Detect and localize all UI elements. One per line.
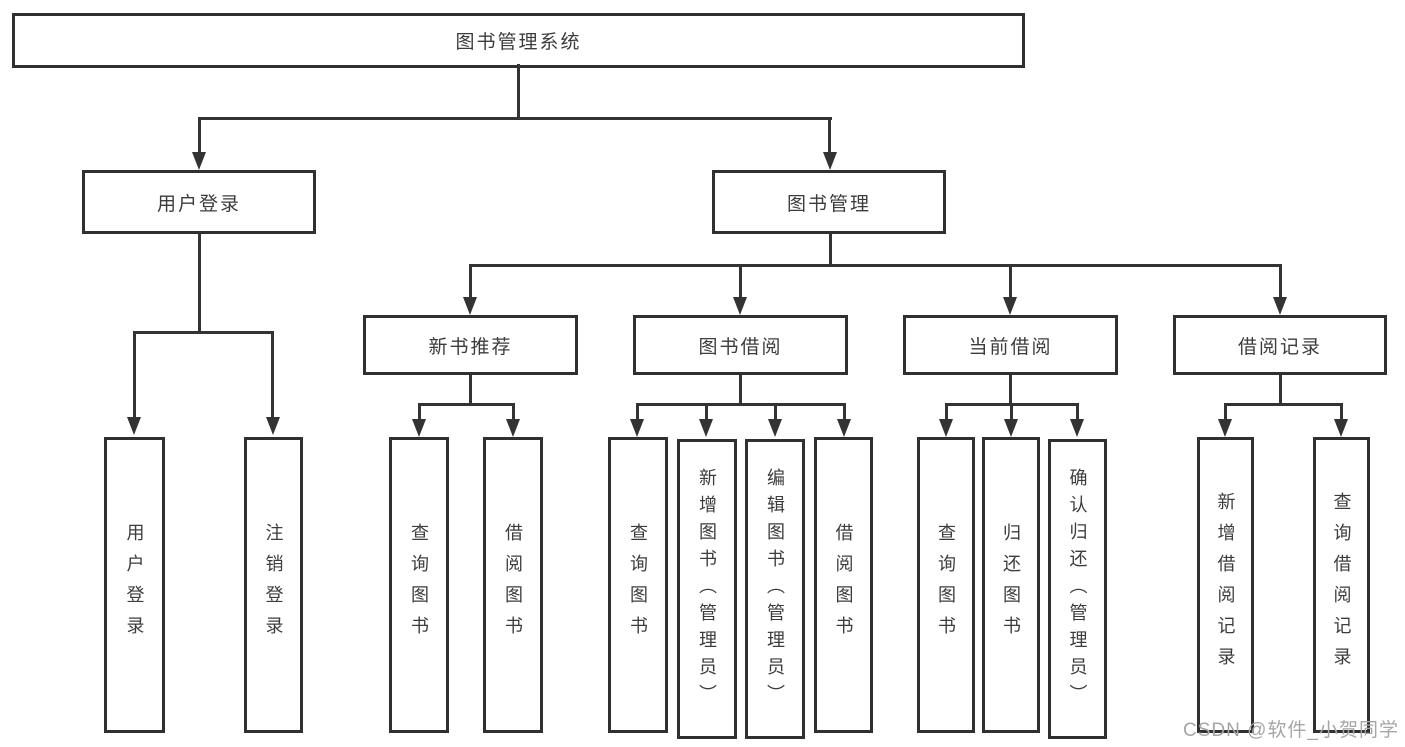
leaf-label: 查询图书: [409, 523, 429, 647]
connector-line: [133, 331, 136, 417]
leaf-record-query: 查询借阅记录: [1313, 437, 1370, 733]
arrow-down-icon: [1334, 419, 1348, 437]
arrow-down-icon: [823, 152, 837, 170]
arrow-down-icon: [837, 419, 851, 437]
node-borrow-record: 借阅记录: [1173, 315, 1387, 375]
connector-line: [418, 403, 421, 420]
connector-line: [1076, 403, 1079, 420]
leaf-borrow-add-book: 新增图书（管理员）: [677, 439, 737, 739]
connector-line: [636, 403, 639, 420]
connector-line: [636, 403, 846, 406]
leaf-logout: 注销登录: [244, 437, 303, 733]
connector-line: [133, 331, 274, 334]
arrow-down-icon: [939, 419, 953, 437]
node-book-borrow: 图书借阅: [633, 315, 848, 375]
connector-line: [469, 375, 472, 406]
connector-line: [512, 403, 515, 420]
arrow-down-icon: [1004, 419, 1018, 437]
connector-line: [469, 264, 472, 298]
connector-line: [517, 64, 520, 118]
connector-line: [469, 264, 1282, 267]
connector-line: [1010, 403, 1013, 420]
leaf-recommend-query-book: 查询图书: [389, 437, 449, 733]
connector-line: [1224, 403, 1227, 420]
leaf-label: 确认归还（管理员）: [1067, 467, 1088, 711]
connector-line: [418, 403, 515, 406]
leaf-label: 新增图书（管理员）: [697, 467, 717, 711]
connector-line: [829, 233, 832, 267]
node-root: 图书管理系统: [12, 13, 1025, 68]
connector-line: [739, 375, 742, 406]
arrow-down-icon: [733, 297, 747, 315]
connector-line: [828, 117, 831, 154]
arrow-down-icon: [1003, 297, 1017, 315]
connector-line: [739, 264, 742, 298]
leaf-record-add: 新增借阅记录: [1197, 437, 1254, 733]
arrow-down-icon: [463, 297, 477, 315]
arrow-down-icon: [127, 417, 141, 435]
connector-line: [198, 117, 201, 154]
connector-line: [271, 331, 274, 417]
leaf-label: 借阅图书: [503, 523, 523, 647]
leaf-label: 查询图书: [628, 523, 648, 647]
arrow-down-icon: [266, 417, 280, 435]
leaf-borrow-edit-book: 编辑图书（管理员）: [745, 439, 805, 739]
arrow-down-icon: [1218, 419, 1232, 437]
leaf-borrow-query-book: 查询图书: [608, 437, 668, 733]
node-user-login: 用户登录: [82, 170, 316, 234]
leaf-label: 注销登录: [263, 523, 284, 647]
leaf-label: 查询图书: [936, 523, 956, 647]
leaf-current-query-book: 查询图书: [917, 437, 975, 733]
arrow-down-icon: [1070, 419, 1084, 437]
leaf-recommend-borrow-book: 借阅图书: [483, 437, 543, 733]
connector-line: [705, 403, 708, 420]
connector-line: [1009, 375, 1012, 406]
connector-line: [198, 233, 201, 334]
connector-line: [843, 403, 846, 420]
node-new-book-recommend: 新书推荐: [363, 315, 578, 375]
arrow-down-icon: [630, 419, 644, 437]
connector-line: [198, 117, 832, 120]
leaf-label: 归还图书: [1001, 523, 1021, 647]
arrow-down-icon: [699, 419, 713, 437]
arrow-down-icon: [412, 419, 426, 437]
node-current-borrow: 当前借阅: [903, 315, 1118, 375]
leaf-label: 借阅图书: [833, 523, 854, 647]
leaf-user-login: 用户登录: [104, 437, 165, 733]
leaf-label: 编辑图书（管理员）: [765, 467, 785, 711]
leaf-label: 查询借阅记录: [1331, 492, 1352, 678]
connector-line: [945, 403, 948, 420]
connector-line: [1279, 375, 1282, 406]
connector-line: [1009, 264, 1012, 298]
leaf-current-return-book: 归还图书: [982, 437, 1040, 733]
arrow-down-icon: [506, 419, 520, 437]
leaf-borrow-borrow-book: 借阅图书: [814, 437, 873, 733]
csdn-watermark: CSDN @软件_小贺同学: [1183, 720, 1399, 741]
arrow-down-icon: [192, 152, 206, 170]
connector-line: [1279, 264, 1282, 298]
leaf-label: 用户登录: [124, 523, 145, 647]
connector-line: [774, 403, 777, 420]
connector-line: [1224, 403, 1343, 406]
connector-line: [1340, 403, 1343, 420]
leaf-current-confirm-return: 确认归还（管理员）: [1048, 439, 1107, 739]
leaf-label: 新增借阅记录: [1215, 492, 1236, 678]
arrow-down-icon: [1273, 297, 1287, 315]
arrow-down-icon: [768, 419, 782, 437]
node-book-management: 图书管理: [712, 170, 946, 234]
